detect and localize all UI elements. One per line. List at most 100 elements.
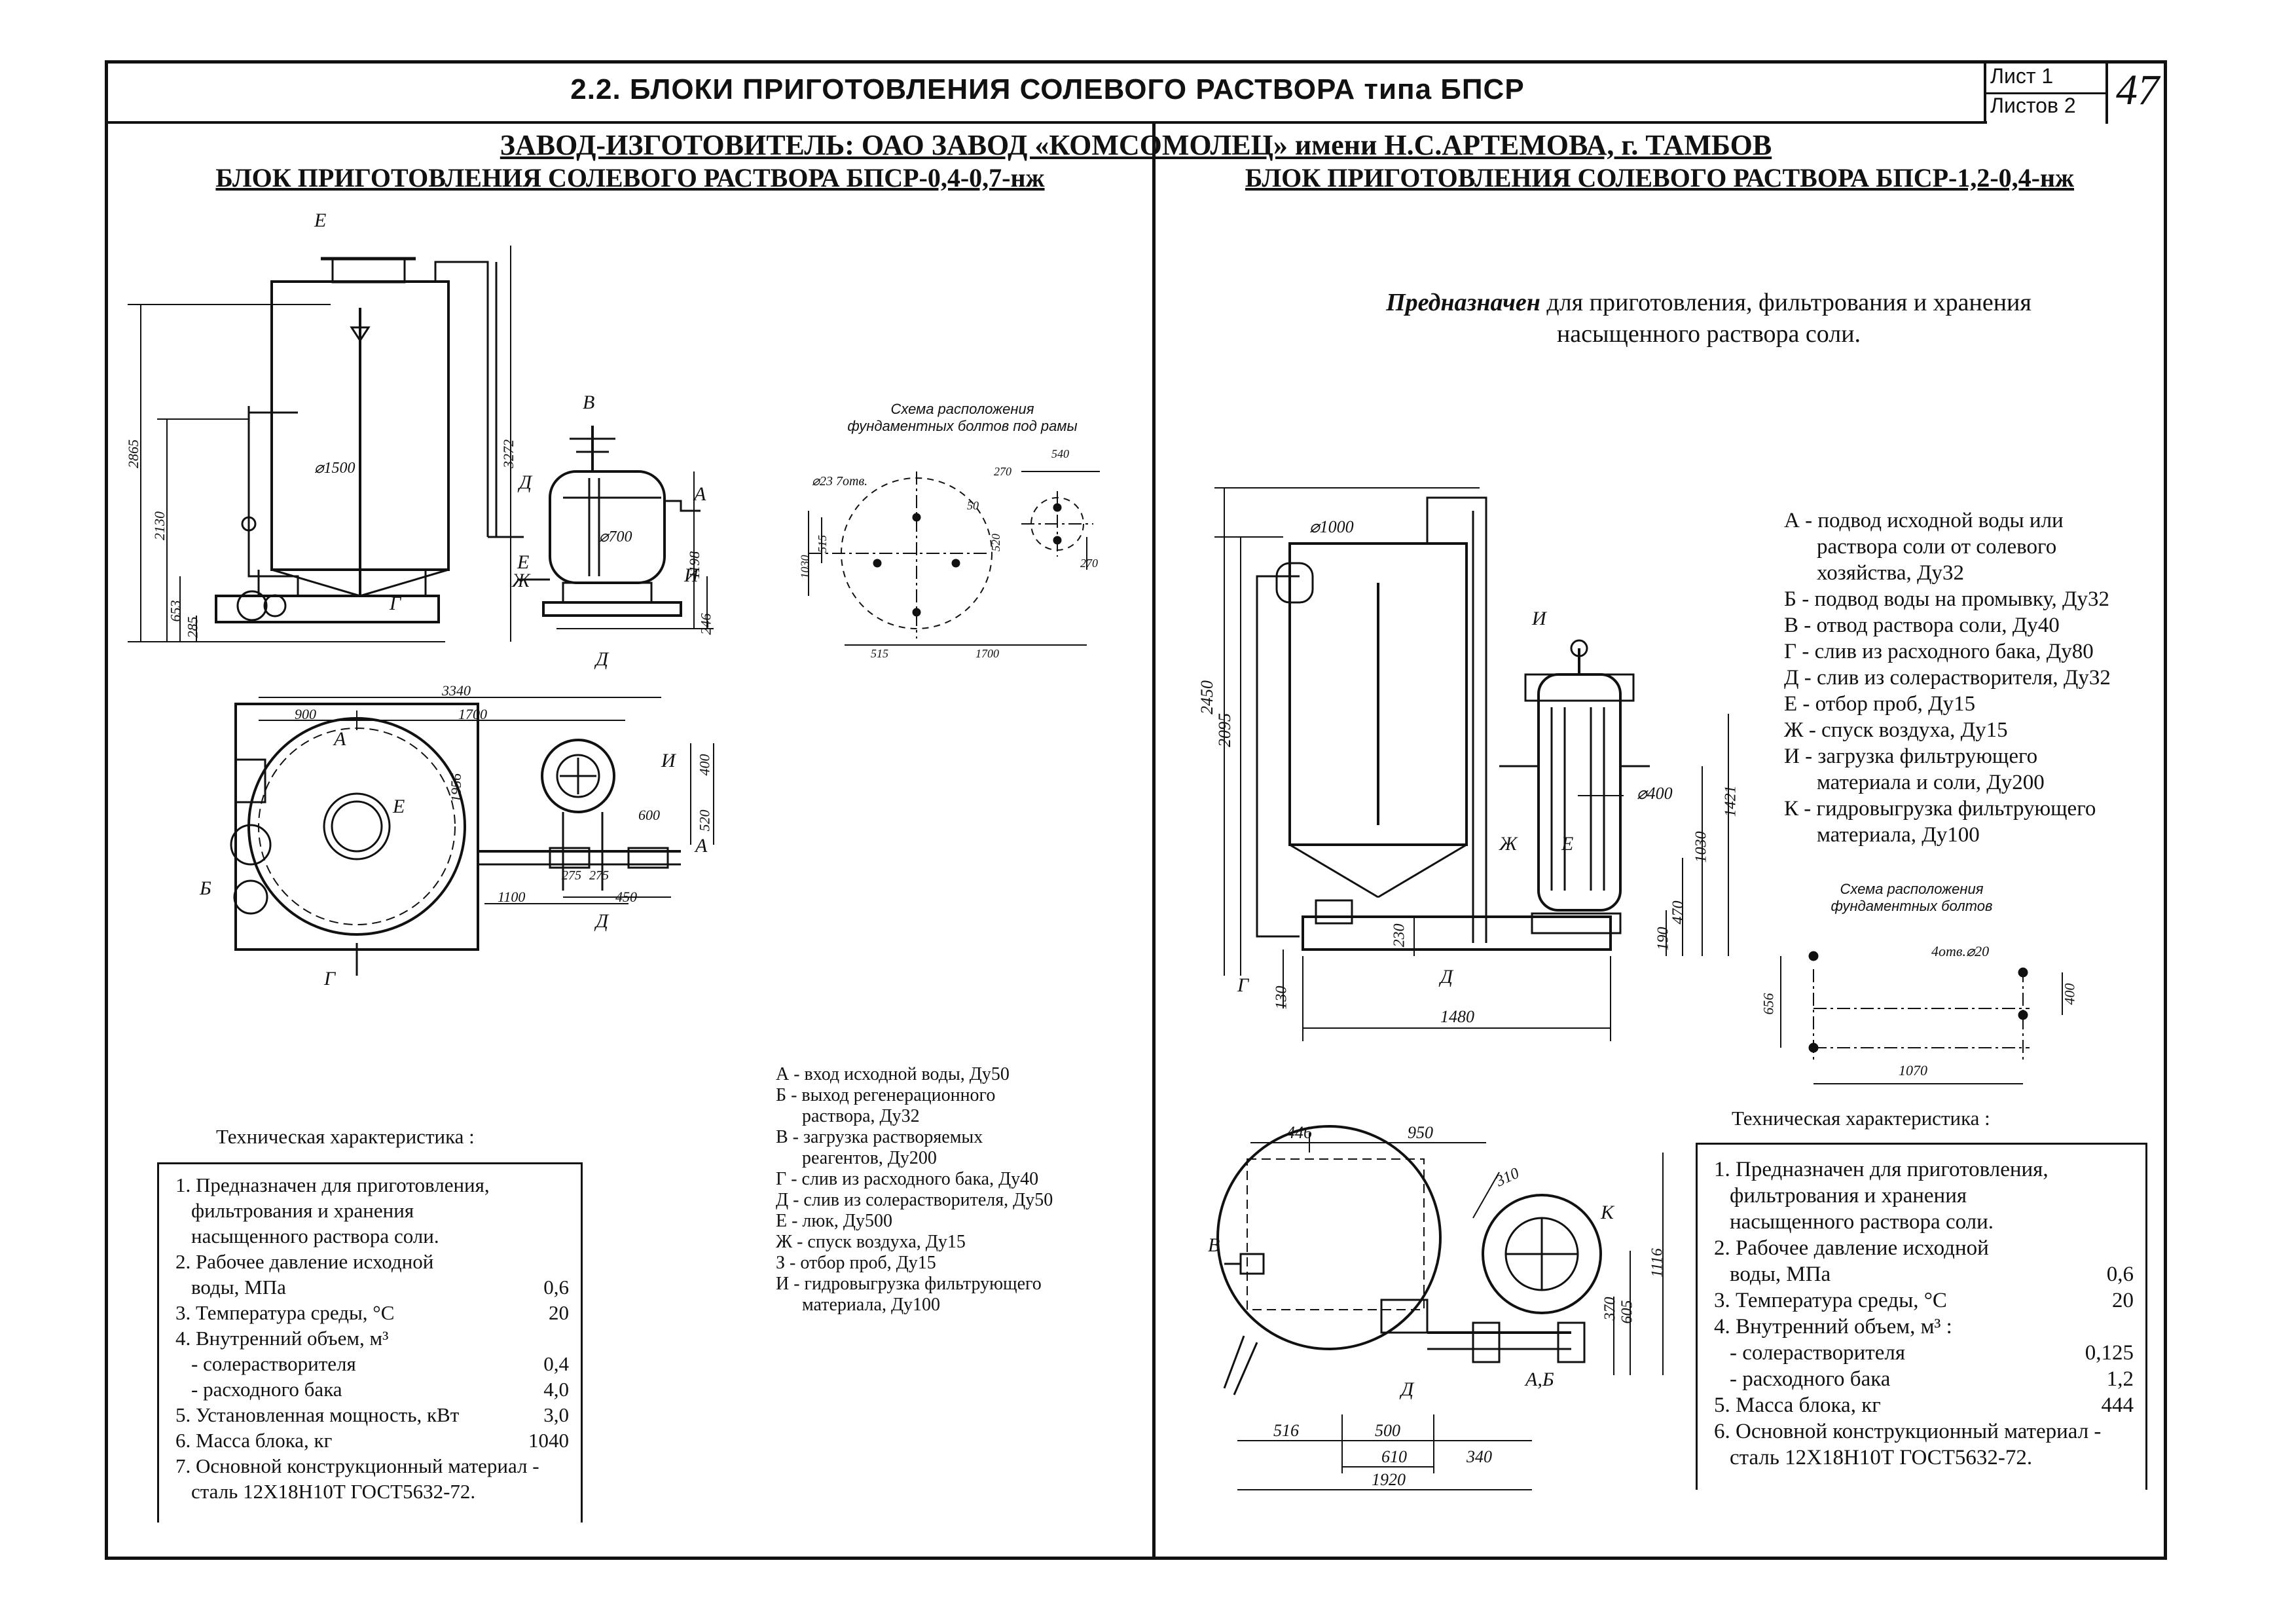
right-tech-row: 4. Внутренний объем, м³ : — [1714, 1315, 1952, 1338]
right-legend-item: А - подвод исходной воды или — [1784, 509, 2064, 532]
label-E: Е — [314, 210, 327, 231]
label-r-V: В — [1208, 1234, 1220, 1256]
sheet-frame — [105, 60, 2167, 1560]
right-tech-row: сталь 12Х18Н10Т ГОСТ5632-72. — [1730, 1446, 2033, 1469]
rbolt-656: 656 — [1760, 993, 1777, 1015]
left-legend-item: Е - люк, Ду500 — [776, 1211, 893, 1231]
label-G2: Г — [324, 968, 336, 989]
dim-1100: 1100 — [498, 889, 526, 905]
label-I2: И — [661, 750, 676, 771]
dim-285: 285 — [184, 616, 201, 638]
right-tech-row: фильтрования и хранения — [1730, 1184, 1967, 1208]
bolt-dim-50: 50 — [967, 499, 979, 512]
label-r-G: Г — [1237, 974, 1249, 996]
sheet-label: Лист 1 — [1990, 64, 2054, 88]
left-legend-item: А - вход исходной воды, Ду50 — [776, 1064, 1010, 1084]
right-block-title: БЛОК ПРИГОТОВЛЕНИЯ СОЛЕВОГО РАСТВОРА БПС… — [1245, 163, 2075, 193]
dim-400: 400 — [696, 754, 713, 776]
left-tech-row: насыщенного раствора соли. — [191, 1225, 439, 1247]
right-legend-item: Б - подвод воды на промывку, Ду32 — [1784, 587, 2109, 611]
rbolt-holes: 4отв.⌀20 — [1931, 943, 1990, 959]
left-legend-item: раствора, Ду32 — [802, 1106, 920, 1126]
dim-500: 500 — [1375, 1421, 1400, 1440]
dim-2095: 2095 — [1215, 713, 1234, 747]
bolt-dim-270b: 270 — [1080, 557, 1098, 570]
left-legend-item: Ж - спуск воздуха, Ду15 — [776, 1232, 966, 1252]
left-legend: А - вход исходной воды, Ду50 Б - выход р… — [776, 1064, 1116, 1316]
purpose-line-1: для приготовления, фильтрования и хранен… — [1546, 289, 2032, 316]
dim-d1000: ⌀1000 — [1309, 517, 1354, 536]
sheet-number-divider — [1984, 92, 2108, 94]
dim-d400: ⌀400 — [1637, 784, 1673, 803]
dim-450: 450 — [615, 889, 637, 905]
sheets-total: Листов 2 — [1990, 94, 2076, 117]
bolt-dim-515v: 515 — [816, 535, 829, 553]
left-tech-table: 1. Предназначен для приготовления, фильт… — [157, 1162, 583, 1522]
dim-600: 600 — [638, 807, 660, 823]
left-tech-row: сталь 12Х18Н10Т ГОСТ5632-72. — [191, 1480, 476, 1503]
right-legend-item: Е - отбор проб, Ду15 — [1784, 692, 1976, 716]
right-bolt-caption-2: фундаментных болтов — [1831, 898, 1993, 914]
left-legend-item: И - гидровыгрузка фильтрующего — [776, 1274, 1042, 1294]
left-tech-row: 1. Предназначен для приготовления, — [175, 1173, 490, 1196]
right-legend-item: Г - слив из расходного бака, Ду80 — [1784, 640, 2094, 663]
dim-2450: 2450 — [1197, 680, 1216, 714]
purpose-bold: Предназначен — [1386, 289, 1540, 316]
dim-370: 370 — [1601, 1297, 1619, 1321]
left-legend-item: материала, Ду100 — [802, 1295, 941, 1315]
label-D2: Д — [596, 648, 609, 670]
right-legend-item: Ж - спуск воздуха, Ду15 — [1784, 718, 2008, 742]
dim-1700: 1700 — [458, 706, 487, 722]
bolt-dim-520: 520 — [989, 534, 1002, 551]
left-bolt-caption-1: Схема расположения — [890, 401, 1034, 417]
dim-1030: 1030 — [1692, 831, 1710, 863]
dim-610: 610 — [1381, 1447, 1407, 1466]
dim-516: 516 — [1273, 1421, 1299, 1440]
dim-d700: ⌀700 — [599, 528, 632, 545]
left-bolt-caption-2: фундаментных болтов под рамы — [847, 418, 1078, 434]
bolt-dim-1030: 1030 — [798, 555, 812, 579]
dim-1956: 1956 — [448, 773, 464, 802]
label-I: И — [684, 564, 699, 586]
dim-1116: 1116 — [1649, 1248, 1666, 1278]
left-bolt-caption: Схема расположения фундаментных болтов п… — [812, 401, 1113, 435]
title-row — [108, 64, 1987, 124]
dim-275a: 275 — [562, 868, 581, 883]
dim-470: 470 — [1669, 900, 1687, 925]
right-tech-row: 1. Предназначен для приготовления, — [1714, 1158, 2049, 1181]
bolt-dim-270a: 270 — [994, 465, 1011, 478]
dim-2865: 2865 — [125, 439, 141, 468]
dim-1920: 1920 — [1372, 1470, 1406, 1489]
label-D: Д — [519, 471, 532, 493]
label-A: А — [694, 483, 706, 505]
right-legend-item: Д - слив из солерастворителя, Ду32 — [1784, 666, 2111, 690]
purpose-line-2: насыщенного раствора соли. — [1556, 320, 1861, 348]
bolt-dim-540: 540 — [1051, 447, 1069, 460]
right-legend: А - подвод исходной воды или раствора со… — [1784, 507, 2151, 848]
left-tech-row: 4. Внутренний объем, м³ — [175, 1327, 389, 1350]
label-r-E: Е — [1561, 833, 1574, 855]
label-E2: Е — [517, 551, 530, 573]
bolt-dim-515h: 515 — [871, 647, 888, 660]
page-number: 47 — [2116, 66, 2159, 114]
dim-605: 605 — [1618, 1300, 1636, 1324]
right-legend-item: В - отвод раствора соли, Ду40 — [1784, 614, 2060, 637]
manufacturer-line: ЗАВОД-ИЗГОТОВИТЕЛЬ: ОАО ЗАВОД «КОМСОМОЛЕ… — [500, 129, 1772, 161]
label-E3: Е — [393, 796, 405, 817]
dim-950: 950 — [1408, 1123, 1433, 1142]
dim-246: 246 — [697, 613, 714, 635]
label-V: В — [583, 392, 595, 413]
left-legend-item: Г - слив из расходного бака, Ду40 — [776, 1169, 1039, 1189]
left-tech-row: 7. Основной конструкционный материал - — [175, 1454, 539, 1477]
right-legend-item: материала и соли, Ду200 — [1817, 771, 2045, 794]
dim-190: 190 — [1654, 927, 1672, 951]
left-legend-item: В - загрузка растворяемых — [776, 1127, 983, 1147]
right-bolt-caption-1: Схема расположения — [1840, 881, 1984, 897]
rbolt-400: 400 — [2061, 983, 2078, 1005]
